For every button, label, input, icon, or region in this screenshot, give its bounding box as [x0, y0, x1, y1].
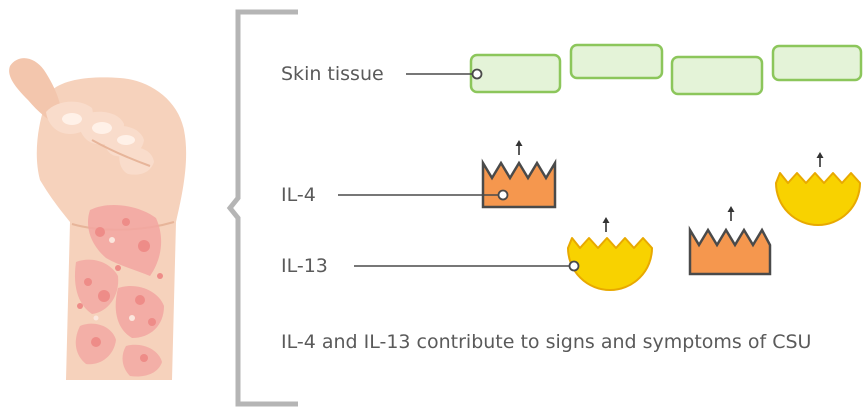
leader-endpoints: [471, 68, 580, 272]
il13-molecule-2: [775, 172, 861, 226]
rash-spots: [77, 218, 163, 362]
up-arrow-icon: [515, 140, 523, 155]
tissue-cell: [771, 44, 863, 82]
caption: IL-4 and IL-13 contribute to signs and s…: [281, 331, 812, 353]
skin-tissue: [469, 43, 863, 96]
tissue-cell: [469, 53, 562, 94]
up-arrow-icon: [816, 152, 824, 167]
bracket: [226, 9, 298, 407]
tissue-cell: [670, 55, 764, 96]
il4-label: IL-4: [281, 184, 316, 206]
knuckle-line: [91, 139, 151, 167]
skin-tissue-label: Skin tissue: [281, 63, 384, 85]
up-arrow-icon: [602, 217, 610, 232]
arm-illustration: [9, 58, 187, 380]
leader-lines: [338, 73, 574, 267]
nail-3: [117, 135, 135, 145]
nail-2: [92, 122, 112, 134]
up-arrow-icon: [727, 206, 735, 221]
il4-molecule: [481, 158, 557, 209]
rash-highlights: [93, 237, 135, 321]
il13-molecule: [567, 237, 653, 291]
tissue-cell: [569, 43, 664, 80]
nail-1: [62, 113, 82, 125]
il13-label: IL-13: [281, 255, 328, 277]
il4-molecule-2: [688, 225, 772, 276]
increase-arrows: [515, 140, 824, 232]
